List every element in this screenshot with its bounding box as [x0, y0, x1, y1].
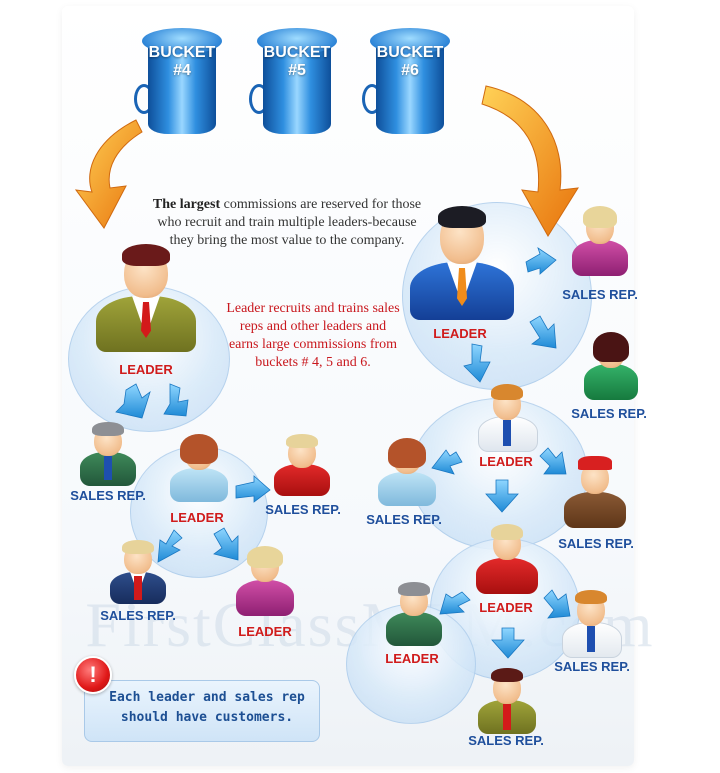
sales-rep-label-7: SALES REP. — [70, 488, 146, 503]
leader-label-5: LEADER — [385, 651, 439, 666]
sales-rep-person-9 — [110, 540, 166, 604]
bucket-6-number: #6 — [401, 62, 419, 79]
sales-rep-person-7 — [80, 420, 136, 486]
blue-arrow-13 — [543, 589, 571, 619]
sales-rep-label-9: SALES REP. — [100, 608, 176, 623]
blue-arrow-12 — [439, 591, 471, 615]
sales-rep-person-2 — [584, 330, 638, 400]
leader-person-left-lower — [170, 432, 228, 502]
sales-rep-person-3 — [378, 436, 436, 506]
sales-rep-label-5: SALES REP. — [554, 659, 630, 674]
leader-label-6: LEADER — [170, 510, 224, 525]
sales-rep-person-8 — [274, 434, 330, 496]
blue-arrow-9 — [431, 449, 463, 475]
leader-person-bottom — [386, 580, 442, 646]
blue-arrow-11 — [485, 479, 519, 513]
leader-label-3: LEADER — [479, 454, 533, 469]
sales-rep-label-8: SALES REP. — [265, 502, 341, 517]
leader-person-top-right — [410, 206, 514, 320]
sales-rep-person-6 — [478, 666, 536, 734]
blue-arrow-8 — [463, 343, 491, 383]
bucket-5-number: #5 — [288, 62, 306, 79]
sales-rep-label-3: SALES REP. — [366, 512, 442, 527]
leader-person-lower-right — [476, 522, 538, 594]
leader-person-mid-right — [478, 382, 538, 452]
blue-arrow-10 — [539, 447, 567, 475]
blue-arrow-7 — [529, 315, 557, 349]
blue-arrow-4 — [157, 529, 183, 563]
bucket-6: BUCKET#6 — [362, 28, 450, 140]
customer-note-box — [84, 680, 320, 742]
bucket-4: BUCKET#4 — [134, 28, 222, 140]
intro-bold: The largest — [152, 197, 221, 212]
bucket-5-label: BUCKET — [263, 44, 331, 61]
blue-arrow-2 — [163, 383, 189, 417]
orange-arrow-left — [74, 119, 143, 229]
sales-rep-person-5 — [562, 588, 622, 658]
sales-rep-person-1 — [572, 204, 628, 276]
orange-arrow-right — [481, 85, 579, 237]
bucket-4-number: #4 — [173, 62, 191, 79]
blue-arrow-5 — [213, 527, 239, 561]
customer-note: Each leader and sales rep should have cu… — [109, 690, 305, 725]
blue-arrow-1 — [115, 383, 151, 419]
bucket-4-label: BUCKET — [148, 44, 216, 61]
bucket-5: BUCKET#5 — [249, 28, 337, 140]
alert-icon: ! — [74, 656, 112, 694]
leader-person-left-bottom — [236, 544, 294, 616]
sales-rep-label-1: SALES REP. — [562, 287, 638, 302]
intro-text: The largest commissions are reserved for… — [148, 196, 426, 250]
leader-label-1: LEADER — [119, 362, 173, 377]
blue-arrow-3 — [235, 475, 271, 503]
leader-note: Leader recruits and trains sales reps an… — [226, 301, 400, 370]
bucket-6-label: BUCKET — [376, 44, 444, 61]
leader-person-top-left — [96, 244, 196, 352]
blue-arrow-14 — [491, 627, 525, 659]
leader-label-7: LEADER — [238, 624, 292, 639]
leader-label-4: LEADER — [479, 600, 533, 615]
intro-rest: commissions are reserved for those who r… — [157, 197, 422, 248]
sales-rep-label-4: SALES REP. — [558, 536, 634, 551]
sales-rep-label-6: SALES REP. — [468, 733, 544, 748]
sales-rep-label-2: SALES REP. — [571, 406, 647, 421]
leader-label-2: LEADER — [433, 326, 487, 341]
blue-arrow-6 — [525, 247, 557, 275]
sales-rep-person-4 — [564, 454, 626, 528]
